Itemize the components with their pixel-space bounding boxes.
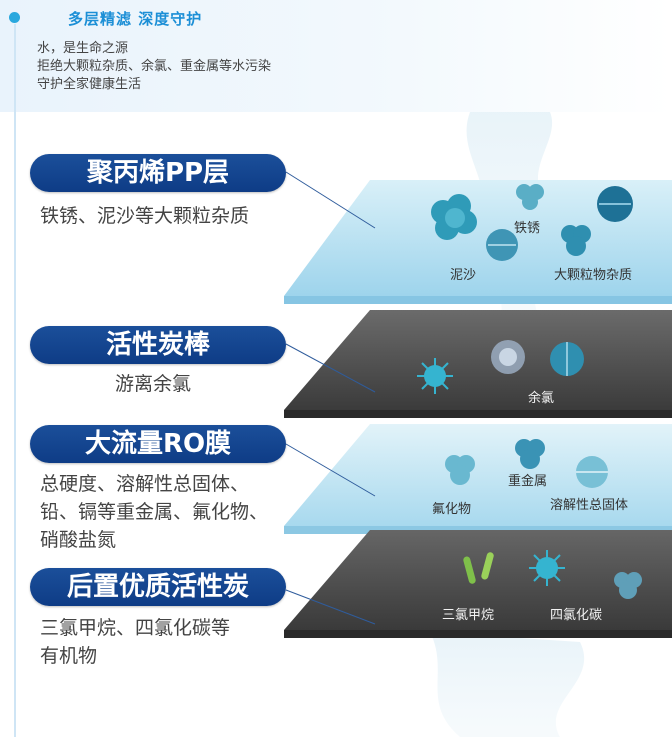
fluoride-particle-icon bbox=[445, 455, 475, 485]
layer-desc-post-line-1: 三氯甲烷、四氯化碳等 bbox=[40, 617, 231, 639]
sand-particle-icon bbox=[516, 184, 544, 210]
layer-label-ro-membrane: 大流量RO膜 bbox=[30, 425, 286, 463]
intro-line-1: 水，是生命之源 bbox=[37, 41, 129, 56]
filter-layers-scene: 铁锈 泥沙 大颗粒物杂质 余氯 bbox=[0, 112, 672, 737]
particle-label-residual-chlorine: 余氯 bbox=[528, 391, 555, 406]
intro-line-2: 拒绝大颗粒杂质、余氯、重金属等水污染 bbox=[37, 59, 272, 74]
section-title: 多层精滤 深度守护 bbox=[68, 10, 203, 28]
header-banner bbox=[0, 0, 672, 112]
particle-label-heavy-metal: 重金属 bbox=[508, 474, 548, 489]
intro-line-3: 守护全家健康生活 bbox=[37, 77, 142, 92]
carbon-rod-layer-plate bbox=[284, 310, 672, 418]
layer-label-carbon-rod: 活性炭棒 bbox=[30, 326, 286, 364]
layer-desc-post-line-2: 有机物 bbox=[40, 645, 98, 667]
sphere-particle-icon bbox=[486, 229, 518, 261]
impurity-sphere-icon bbox=[597, 186, 633, 222]
particle-label-sand: 泥沙 bbox=[450, 268, 477, 283]
bacillus-icon bbox=[463, 552, 494, 584]
chlorine-particle-icon bbox=[491, 340, 525, 374]
layer-label-post-carbon: 后置优质活性炭 bbox=[30, 568, 286, 606]
organic-particle-icon bbox=[614, 572, 642, 599]
timeline-line bbox=[14, 24, 16, 737]
particle-label-chloroform: 三氯甲烷 bbox=[442, 608, 495, 623]
dissolved-solids-particle-icon bbox=[576, 456, 608, 488]
impurity-particle-icon bbox=[561, 225, 591, 256]
heavy-metal-particle-icon bbox=[515, 439, 545, 469]
layer-desc-ro-line-3: 硝酸盐氮 bbox=[40, 529, 117, 551]
timeline-dot-icon bbox=[9, 12, 20, 23]
bacteria-icon bbox=[417, 358, 453, 394]
particle-label-large-impurity: 大颗粒物杂质 bbox=[554, 268, 633, 283]
layer-label-pp: 聚丙烯PP层 bbox=[30, 154, 286, 192]
carbon-tetrachloride-bacteria-icon bbox=[529, 550, 565, 586]
layer-desc-carbon-rod: 游离余氯 bbox=[115, 370, 191, 398]
post-carbon-layer-plate bbox=[284, 530, 672, 638]
layer-desc-ro-membrane: 总硬度、溶解性总固体、 铅、镉等重金属、氟化物、 硝酸盐氮 bbox=[40, 470, 268, 554]
particle-label-carbon-tetrachloride: 四氯化碳 bbox=[550, 608, 603, 623]
particle-label-rust: 铁锈 bbox=[514, 221, 541, 236]
particle-label-fluoride: 氟化物 bbox=[432, 502, 472, 517]
pp-layer-plate bbox=[284, 180, 672, 304]
layer-desc-ro-line-2: 铅、镉等重金属、氟化物、 bbox=[40, 501, 269, 523]
rust-particle-icon bbox=[431, 194, 477, 240]
layer-desc-post-carbon: 三氯甲烷、四氯化碳等 有机物 bbox=[40, 614, 230, 670]
connector-lines bbox=[285, 171, 376, 625]
layer-desc-carbon-rod-line-1: 游离余氯 bbox=[115, 373, 192, 395]
layer-desc-ro-line-1: 总硬度、溶解性总固体、 bbox=[40, 473, 250, 495]
chlorine-sphere-icon bbox=[550, 342, 584, 376]
layer-desc-pp-line-1: 铁锈、泥沙等大颗粒杂质 bbox=[40, 205, 250, 227]
section-intro: 水，是生命之源 拒绝大颗粒杂质、余氯、重金属等水污染 守护全家健康生活 bbox=[37, 40, 271, 94]
layer-desc-pp: 铁锈、泥沙等大颗粒杂质 bbox=[40, 202, 249, 230]
particle-label-dissolved-solids: 溶解性总固体 bbox=[550, 498, 629, 513]
